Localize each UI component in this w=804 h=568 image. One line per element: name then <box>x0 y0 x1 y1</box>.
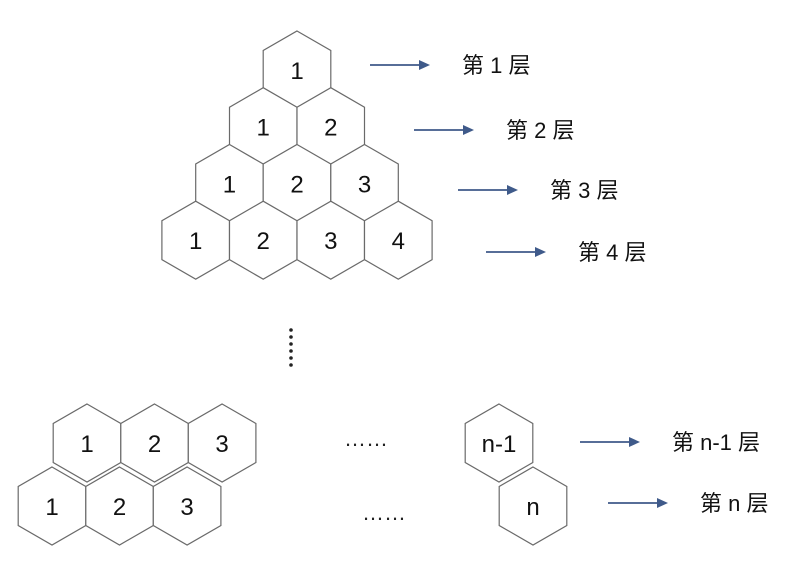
hex-bottom-upper-1: 1 <box>52 403 122 483</box>
hex-row3-3-label: 3 <box>358 171 371 198</box>
hex-row3-3: 3 <box>330 143 399 224</box>
pyramid-group: 1 1 2 1 2 3 1 2 3 4 <box>161 30 433 280</box>
layer-arrow-n-minus-1: 第 n-1 层 <box>580 430 760 455</box>
hex-n: n <box>498 466 568 546</box>
hex-n-shape <box>498 466 568 546</box>
layer-arrow-n: 第 n 层 <box>608 491 768 516</box>
hex-row4-4-shape <box>363 200 433 280</box>
vertical-ellipsis <box>289 328 293 367</box>
hex-bottom-lower-3-label: 3 <box>180 494 193 521</box>
hex-row2-1-label: 1 <box>257 115 270 142</box>
layer-arrow-4-head-icon <box>535 247 546 257</box>
hex-n-label: n <box>526 494 539 521</box>
hex-row3-1-label: 1 <box>223 171 236 198</box>
layer-arrow-n-minus-1-head-icon <box>629 437 640 447</box>
hex-row3-2-label: 2 <box>290 171 303 198</box>
hex-n-minus-1-label: n-1 <box>482 431 517 458</box>
hex-row4-1: 1 <box>161 200 231 280</box>
layer-arrow-3-head-icon <box>507 185 518 195</box>
layer-arrow-1-head-icon <box>419 60 430 70</box>
hex-bottom-upper-3: 3 <box>187 403 257 483</box>
hex-row4-1-label: 1 <box>189 228 202 255</box>
hex-row4-4: 4 <box>363 200 433 280</box>
hex-bottom-upper-2-label: 2 <box>148 431 161 458</box>
hex-n-minus-1: n-1 <box>464 403 534 483</box>
layer-arrow-3-label: 第 3 层 <box>550 178 618 203</box>
layer-arrow-n-head-icon <box>657 498 668 508</box>
hex-bottom-lower-2: 2 <box>85 466 154 546</box>
hex-row3-2: 2 <box>262 143 332 224</box>
hex-row2-2-label: 2 <box>324 115 337 142</box>
hex-bottom-upper-3-label: 3 <box>215 431 228 458</box>
hex-bottom-lower-1: 1 <box>17 466 87 546</box>
hex-row4-4-label: 4 <box>392 228 405 255</box>
layer-arrow-n-label: 第 n 层 <box>700 491 768 516</box>
ellipsis-lower: …… <box>362 500 406 525</box>
layer-arrow-2: 第 2 层 <box>414 118 574 143</box>
hex-bottom-lower-2-label: 2 <box>113 494 126 521</box>
hex-row2-2: 2 <box>296 87 366 167</box>
layer-arrow-2-label: 第 2 层 <box>506 118 574 143</box>
hex-n-minus-1-shape <box>464 403 534 483</box>
bottom-arrows-group: 第 n-1 层第 n 层 <box>580 430 768 516</box>
layer-arrow-2-head-icon <box>463 125 474 135</box>
hex-row1-1-label: 1 <box>290 58 303 85</box>
ellipsis-upper: …… <box>344 426 388 451</box>
layer-arrow-1-label: 第 1 层 <box>462 53 530 78</box>
hex-row4-3-label: 3 <box>324 228 337 255</box>
pyramid-arrows-group: 第 1 层第 2 层第 3 层第 4 层 <box>370 53 646 265</box>
layer-arrow-4-label: 第 4 层 <box>578 240 646 265</box>
hex-row4-2-label: 2 <box>257 228 270 255</box>
hex-bottom-lower-3: 3 <box>152 466 222 546</box>
hex-bottom-upper-2: 2 <box>120 403 189 483</box>
hex-bottom-upper-3-shape <box>187 403 257 483</box>
layer-arrow-1: 第 1 层 <box>370 53 530 78</box>
bottom-hex-group: 1 2 3 1 2 3 n-1 n <box>17 403 568 546</box>
layer-arrow-4: 第 4 层 <box>486 240 646 265</box>
hex-bottom-lower-1-label: 1 <box>45 494 58 521</box>
layer-arrow-3: 第 3 层 <box>458 178 618 203</box>
hex-bottom-upper-1-label: 1 <box>80 431 93 458</box>
hex-bottom-lower-3-shape <box>152 466 222 546</box>
layer-arrow-n-minus-1-label: 第 n-1 层 <box>672 430 760 455</box>
